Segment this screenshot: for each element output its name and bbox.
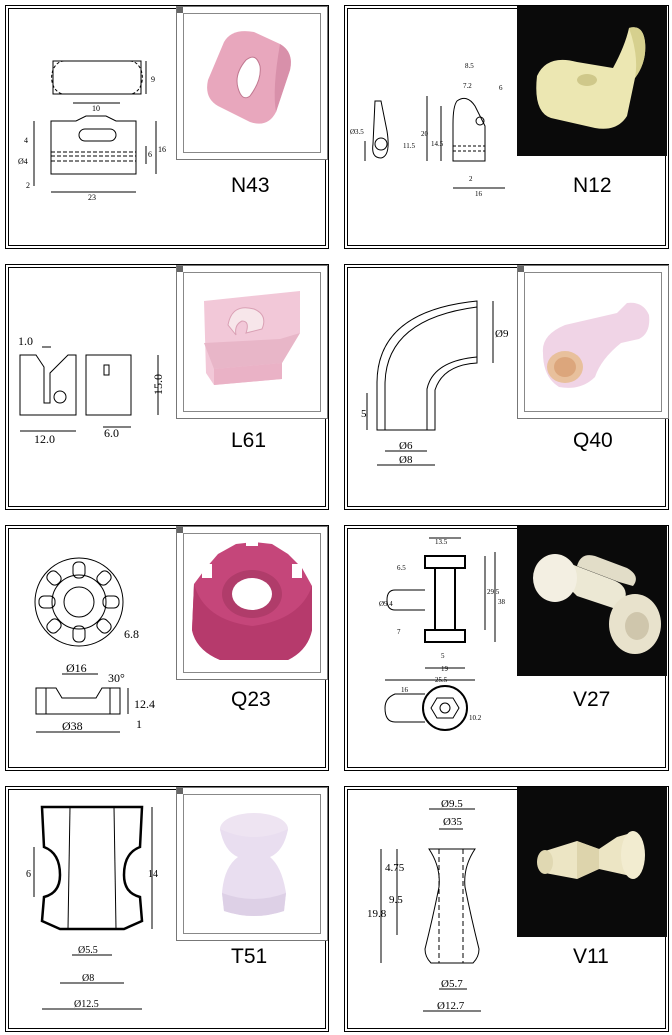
dim-label: 20 — [421, 130, 429, 138]
product-photo-frame — [517, 787, 667, 937]
dim-label: 8.5 — [465, 62, 474, 70]
product-code: T51 — [231, 945, 268, 968]
dim-label: 29.5 — [487, 588, 500, 596]
product-card-v11: Ø9.5 Ø35 4.75 9.5 19.8 Ø5.7 Ø12.7 V11 — [344, 786, 669, 1032]
product-code: L61 — [231, 429, 267, 452]
dim-label: 19.8 — [367, 908, 387, 920]
product-code: V11 — [573, 945, 609, 968]
dim-label: 14.5 — [431, 140, 444, 148]
technical-drawing-l61: 1.0 12.0 6.0 15.0 — [18, 334, 165, 446]
dim-label: 5 — [441, 652, 445, 660]
product-card-n12: Ø3.5 11.5 8.5 7.2 6 20 14.5 2 16 N12 — [344, 5, 669, 249]
dim-label: 6.0 — [104, 426, 119, 440]
product-code: Q23 — [231, 688, 271, 711]
dim-label: Ø35 — [443, 816, 462, 828]
dim-label: 30° — [108, 671, 125, 685]
product-photo-frame — [517, 526, 667, 676]
dim-label: 23 — [88, 193, 96, 202]
dim-label: 16 — [158, 145, 166, 154]
product-card-n43: 9 10 4 6 16 Ø4 2 23 N43 — [5, 5, 329, 249]
dim-label: Ø12.5 — [74, 999, 99, 1010]
product-card-v27: 13.5 6.5 Ø9.4 29.5 38 7 5 19 25.5 16 10.… — [344, 525, 669, 771]
product-photo-t51 — [220, 813, 288, 916]
dim-label: Ø5.5 — [78, 945, 98, 956]
dim-label: Ø6 — [399, 440, 413, 452]
product-code: N43 — [231, 174, 270, 197]
dim-label: Ø12.7 — [437, 1000, 465, 1012]
product-photo-v11 — [537, 831, 645, 879]
technical-drawing-t51: 6 14 Ø5.5 Ø8 Ø12.5 — [26, 805, 158, 1010]
product-code: N12 — [573, 174, 612, 197]
product-code: Q40 — [573, 429, 613, 452]
dim-label: 25.5 — [435, 676, 448, 684]
dim-label: Ø3.5 — [350, 128, 364, 136]
dim-label: 7 — [397, 628, 401, 636]
product-code: V27 — [573, 688, 611, 711]
technical-drawing-q40: Ø9 5 Ø6 Ø8 — [361, 300, 509, 466]
product-photo-frame — [176, 526, 328, 680]
product-photo-frame — [517, 6, 667, 156]
dim-label: 15.0 — [151, 374, 165, 395]
dim-label: 14 — [148, 869, 158, 880]
dim-label: Ø16 — [66, 661, 87, 675]
dim-label: 11.5 — [403, 142, 415, 150]
dim-label: 10.2 — [469, 714, 482, 722]
dim-label: 9 — [151, 75, 155, 84]
dim-label: Ø8 — [82, 973, 94, 984]
technical-drawing-v11: Ø9.5 Ø35 4.75 9.5 19.8 Ø5.7 Ø12.7 — [367, 798, 481, 1012]
dim-label: 9.5 — [389, 894, 403, 906]
dim-label: 6 — [26, 869, 31, 880]
technical-drawing-v27: 13.5 6.5 Ø9.4 29.5 38 7 5 19 25.5 16 10.… — [379, 537, 506, 731]
dim-label: Ø9 — [495, 328, 509, 340]
dim-label: 4.75 — [385, 862, 405, 874]
dim-label: Ø5.7 — [441, 978, 463, 990]
product-photo-q23 — [192, 536, 312, 660]
product-photo-n43 — [207, 31, 291, 124]
dim-label: Ø9.4 — [379, 600, 393, 608]
dim-label: 6 — [148, 150, 152, 159]
product-card-q40: Ø9 5 Ø6 Ø8 Q40 — [344, 264, 669, 510]
dim-label: 19 — [441, 665, 449, 673]
dim-label: Ø38 — [62, 719, 83, 733]
technical-drawing-n12: Ø3.5 11.5 8.5 7.2 6 20 14.5 2 16 — [350, 62, 505, 198]
product-photo-frame — [517, 265, 669, 419]
dim-label: 4 — [24, 136, 28, 145]
product-photo-v27 — [533, 554, 661, 654]
dim-label: 12.4 — [134, 697, 155, 711]
technical-drawing-q23: 6.8 Ø16 30° 12.4 Ø38 1 — [34, 557, 155, 733]
dim-label: 10 — [92, 104, 100, 113]
dim-label: 1.0 — [18, 334, 33, 348]
product-photo-frame — [176, 6, 328, 160]
product-photo-frame — [176, 787, 328, 941]
product-photo-n12 — [536, 27, 646, 129]
dim-label: 2 — [469, 175, 473, 183]
dim-label: 13.5 — [435, 538, 448, 546]
product-card-l61: 1.0 12.0 6.0 15.0 L61 — [5, 264, 329, 510]
dim-label: 5 — [361, 408, 367, 420]
dim-label: 6.5 — [397, 564, 406, 572]
dim-label: 16 — [401, 686, 409, 694]
dim-label: 12.0 — [34, 432, 55, 446]
technical-drawing-n43: 9 10 4 6 16 Ø4 2 23 — [18, 60, 166, 202]
dim-label: Ø9.5 — [441, 798, 463, 810]
dim-label: 1 — [136, 717, 142, 731]
dim-label: Ø8 — [399, 454, 413, 466]
product-photo-l61 — [204, 291, 300, 385]
product-card-q23: 6.8 Ø16 30° 12.4 Ø38 1 Q23 — [5, 525, 329, 771]
dim-label: 6.8 — [124, 627, 139, 641]
dim-label: 2 — [26, 181, 30, 190]
dim-label: Ø4 — [18, 157, 28, 166]
dim-label: 16 — [475, 190, 483, 198]
product-card-t51: 6 14 Ø5.5 Ø8 Ø12.5 T51 — [5, 786, 329, 1032]
dim-label: 6 — [499, 84, 503, 92]
product-photo-frame — [176, 265, 328, 419]
dim-label: 7.2 — [463, 82, 472, 90]
dim-label: 38 — [498, 598, 506, 606]
product-photo-q40 — [542, 302, 650, 388]
